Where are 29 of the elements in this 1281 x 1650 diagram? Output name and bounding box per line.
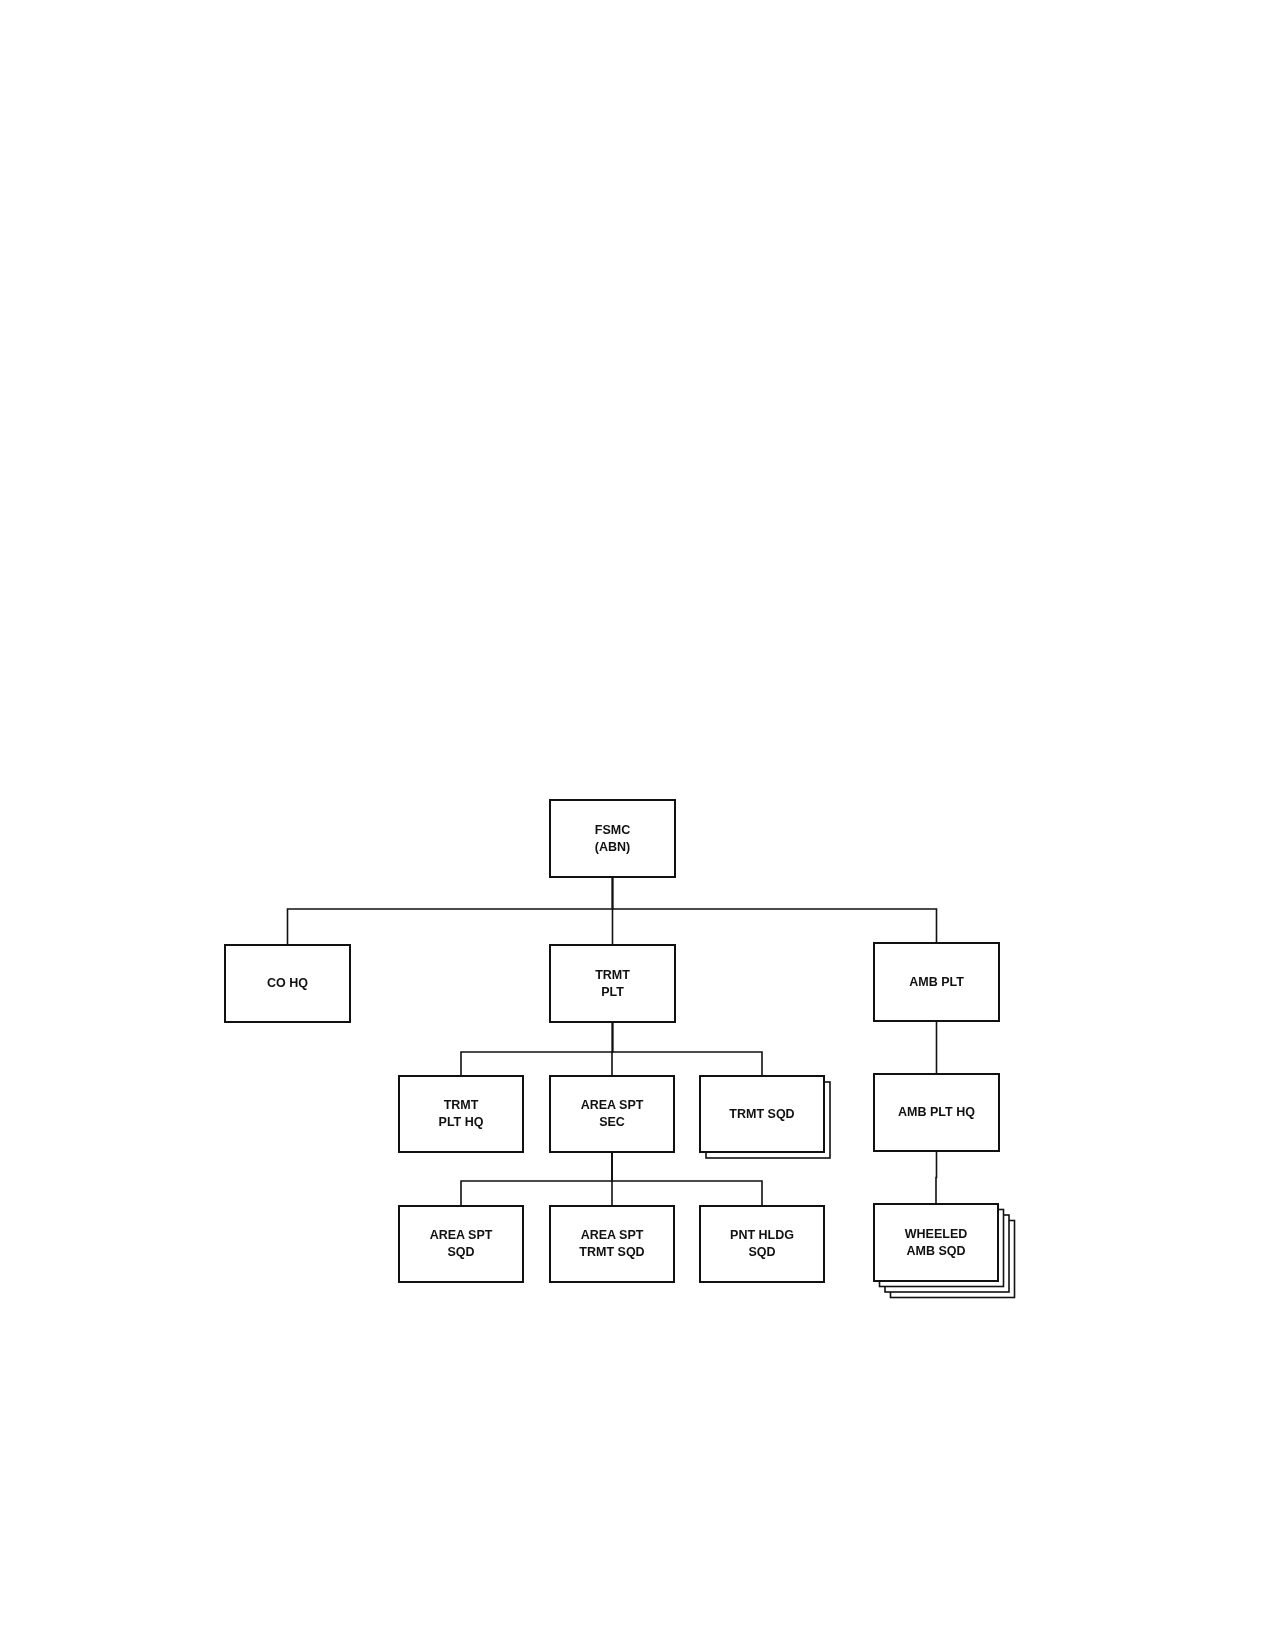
unit-box (549, 799, 676, 878)
unit-box (873, 942, 1000, 1022)
connector-line (611, 1022, 763, 1076)
unit-name: WHEELED AMB SQD (903, 1225, 969, 1260)
unit-name: PNT HLDG SQD (729, 1227, 795, 1261)
unit-name: TRMT PLT (595, 966, 630, 1001)
unit-name: AREA SPT TRMT SQD (578, 1227, 646, 1261)
unit-box (398, 1075, 524, 1153)
unit-box (873, 1073, 1000, 1152)
unit-box (549, 1205, 675, 1283)
unit-name: AMB PLT (909, 973, 964, 991)
unit-name: AREA SPT SQD (428, 1227, 494, 1261)
unit-box (549, 1075, 675, 1153)
connector-line (935, 1021, 938, 1074)
unit-name: AREA SPT SEC (579, 1097, 645, 1131)
unit-box (398, 1205, 524, 1283)
connector-line (611, 1152, 763, 1206)
unit-box (699, 1205, 825, 1283)
unit-name: TRMT PLT HQ (437, 1097, 485, 1131)
unit-name: FSMC (ABN) (594, 821, 631, 856)
unit-box (224, 944, 351, 1023)
connector-line (935, 1151, 938, 1204)
unit-name: CO HQ (267, 975, 308, 992)
connector-line (611, 877, 938, 943)
stacked-unit-box (699, 1075, 831, 1159)
unit-name: TRMT SQD (729, 1105, 795, 1123)
stacked-unit-box (873, 1203, 1016, 1299)
unit-box (549, 944, 676, 1023)
unit-name: AMB PLT HQ (898, 1104, 975, 1121)
